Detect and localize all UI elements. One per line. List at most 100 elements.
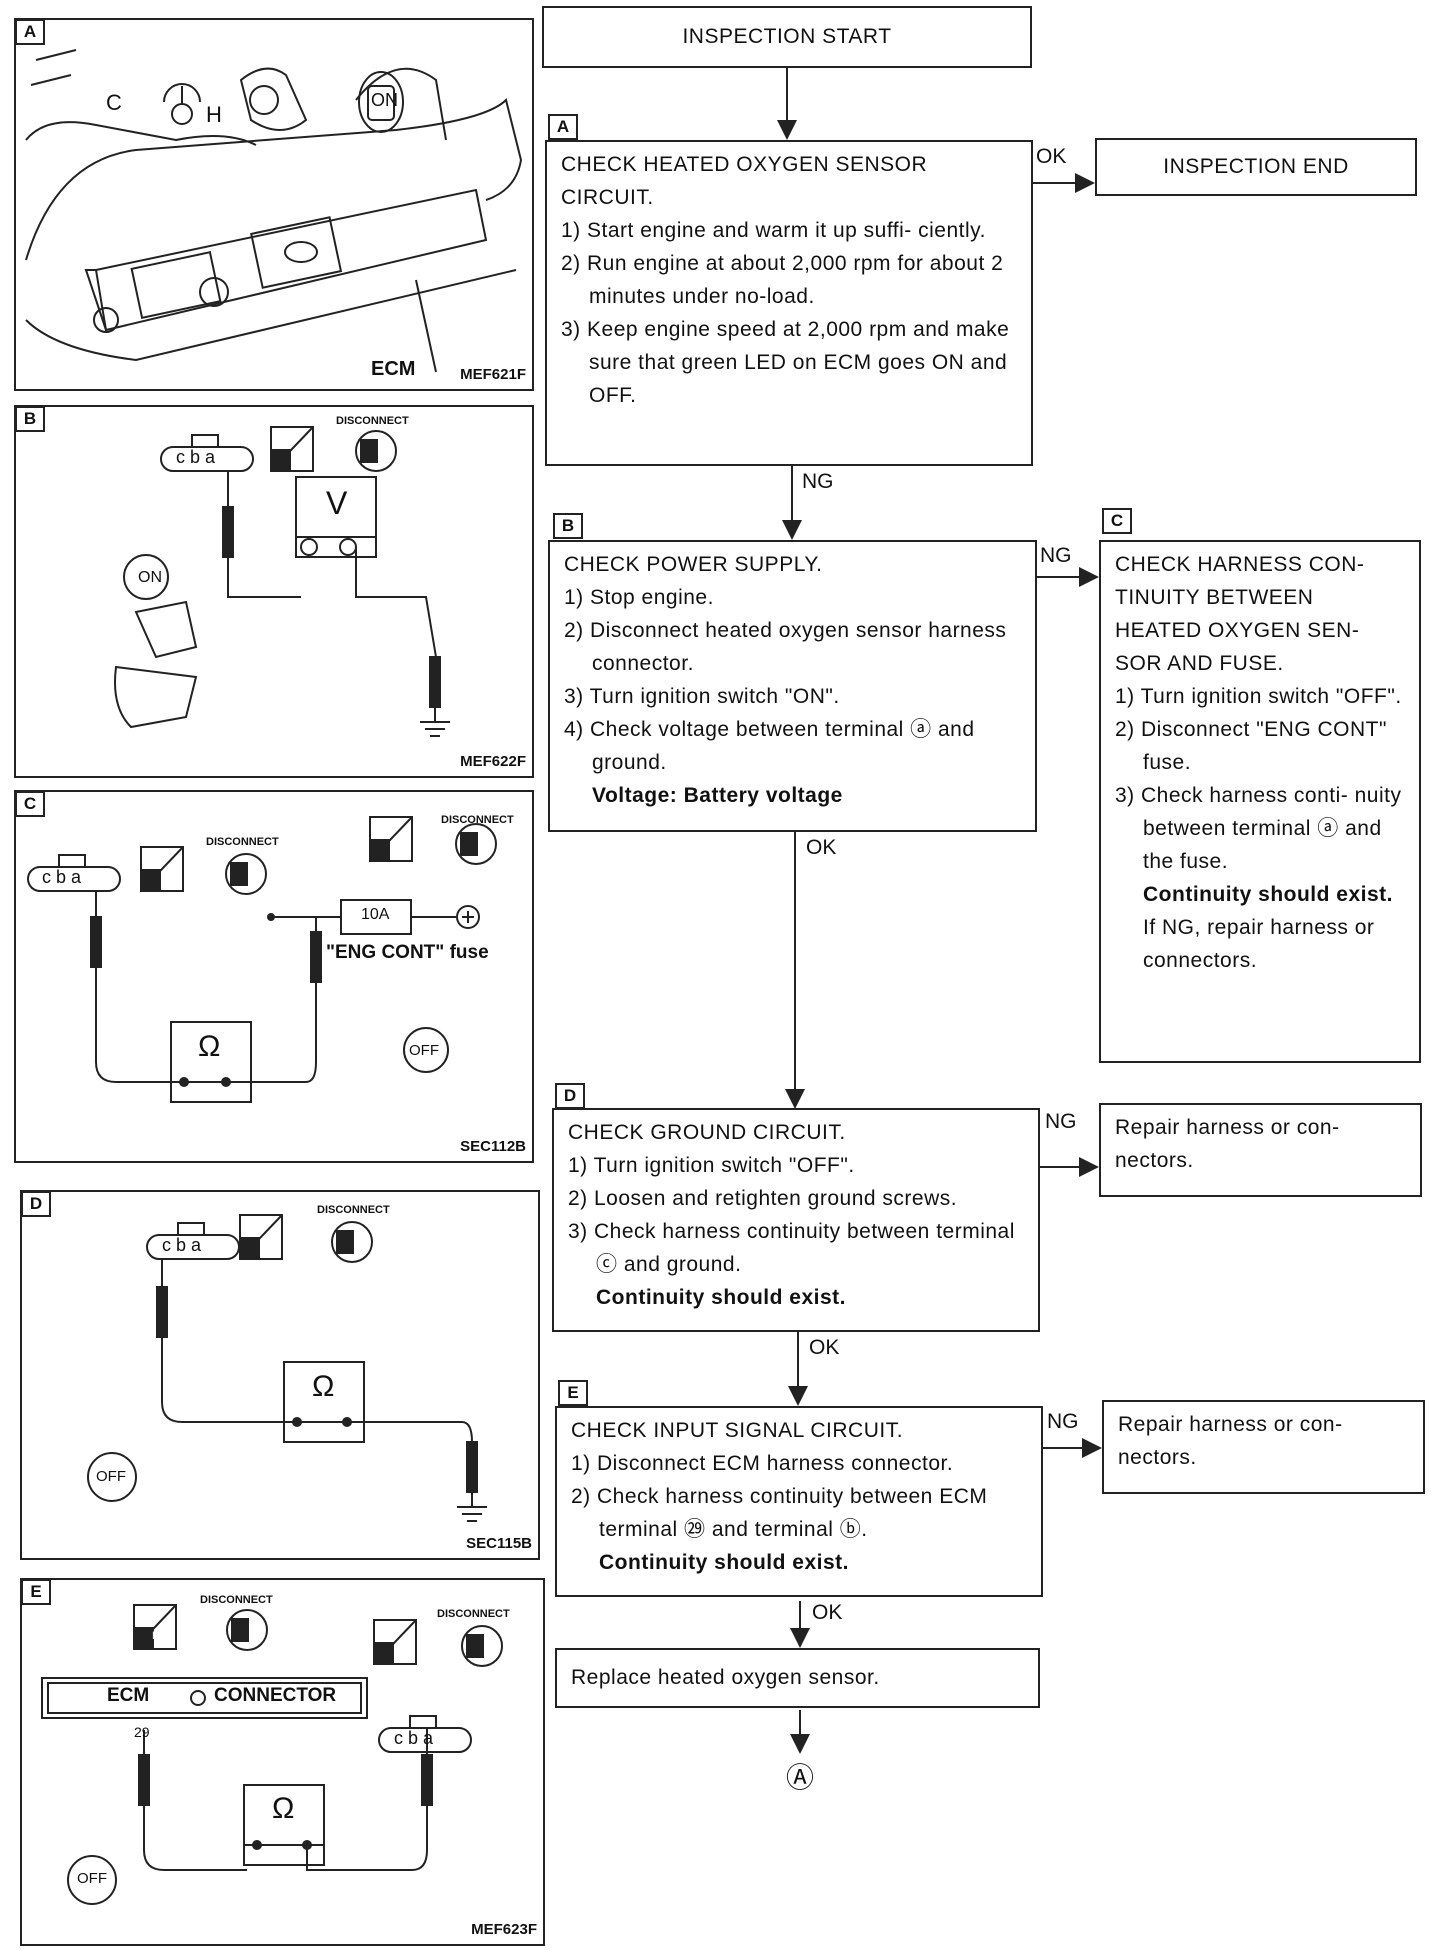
- disconnect-label: DISCONNECT: [437, 1608, 510, 1620]
- ohmmeter-label: Ω: [272, 1792, 295, 1825]
- step-d-spec: Continuity should exist.: [596, 1286, 847, 1309]
- step-d-list: 1) Turn ignition switch "OFF". 2) Loosen…: [568, 1149, 1024, 1281]
- step-b-title: CHECK POWER SUPPLY.: [564, 553, 823, 576]
- ecm-location-illustration: [25, 49, 523, 373]
- step-c-item: 3) Check harness conti- nuity between te…: [1115, 784, 1402, 873]
- step-c-note: If NG, repair harness or connectors.: [1143, 916, 1375, 972]
- ok-label: OK: [809, 1336, 840, 1359]
- step-a-item: 1) Start engine and warm it up suffi- ci…: [561, 219, 986, 242]
- ecm-pin-label: 29: [134, 1724, 150, 1740]
- ng-label: NG: [1040, 544, 1072, 567]
- ng-label: NG: [1047, 1410, 1079, 1433]
- figure-code: MEF622F: [460, 753, 526, 770]
- ts-label: T.S: [294, 451, 310, 463]
- ecm-label: ECM: [107, 1685, 150, 1706]
- step-e-tag: E: [558, 1380, 588, 1406]
- repair-box-d: Repair harness or con- nectors.: [1099, 1103, 1422, 1197]
- final-connector-symbol: Ⓐ: [786, 1762, 815, 1793]
- illustration-panel-b: B c b a T.S DISCONNECT V ON MEF: [14, 405, 534, 778]
- ts-label: T.S: [391, 842, 407, 854]
- step-e-spec: Continuity should exist.: [599, 1551, 850, 1574]
- ignition-off-label: OFF: [409, 1042, 439, 1059]
- ohmmeter-label: Ω: [312, 1370, 335, 1403]
- disconnect-label: DISCONNECT: [206, 836, 279, 848]
- step-e-item: 2) Check harness continuity between ECM …: [571, 1485, 988, 1541]
- panel-tag: E: [21, 1579, 51, 1605]
- step-d-title: CHECK GROUND CIRCUIT.: [568, 1121, 846, 1144]
- step-c-tag: C: [1102, 508, 1132, 534]
- illustration-panel-e: E H.S DISC: [20, 1578, 545, 1946]
- figure-code: MEF621F: [460, 366, 526, 383]
- ignition-off-label: OFF: [77, 1870, 107, 1887]
- ohmmeter-label: Ω: [198, 1030, 221, 1063]
- voltmeter-label: V: [326, 485, 348, 521]
- illustration-panel-c: C: [14, 790, 534, 1163]
- step-e-item: 1) Disconnect ECM harness connector.: [571, 1452, 954, 1475]
- illustration-panel-a: A C H ON ECM MEF621F: [14, 18, 534, 391]
- figure-code: SEC115B: [466, 1535, 532, 1552]
- panel-tag: A: [15, 19, 45, 45]
- inspection-start-box: INSPECTION START: [542, 6, 1032, 68]
- connector-label: c b a: [162, 1235, 202, 1255]
- figure-code: MEF623F: [471, 1921, 537, 1938]
- step-a-box: CHECK HEATED OXYGEN SENSOR CIRCUIT. 1) S…: [545, 140, 1033, 466]
- disconnect-label: DISCONNECT: [317, 1204, 390, 1216]
- step-d-tag: D: [555, 1083, 585, 1109]
- step-b-list: 1) Stop engine. 2) Disconnect heated oxy…: [564, 581, 1021, 779]
- step-b-item: 3) Turn ignition switch "ON".: [564, 685, 840, 708]
- step-b-box: CHECK POWER SUPPLY. 1) Stop engine. 2) D…: [548, 540, 1037, 832]
- inspection-end-box: INSPECTION END: [1095, 138, 1417, 196]
- step-c-title: CHECK HARNESS CON- TINUITY BETWEEN HEATE…: [1115, 553, 1365, 675]
- ignition-on-label: ON: [371, 90, 398, 110]
- ignition-on-label: ON: [138, 569, 162, 586]
- illustration-panel-d: D c b a T.S. DISCONNECT Ω OFF SEC115B: [20, 1190, 540, 1560]
- step-d-item: 1) Turn ignition switch "OFF".: [568, 1154, 855, 1177]
- temp-cold-label: C: [106, 90, 122, 115]
- step-b-item: 1) Stop engine.: [564, 586, 714, 609]
- step-a-tag: A: [548, 114, 578, 140]
- step-d-item: 3) Check harness continuity between term…: [568, 1220, 1015, 1276]
- input-signal-continuity-diagram: [41, 1604, 503, 1905]
- step-d-box: CHECK GROUND CIRCUIT. 1) Turn ignition s…: [552, 1108, 1040, 1332]
- temp-hot-label: H: [206, 102, 222, 127]
- step-c-box: CHECK HARNESS CON- TINUITY BETWEEN HEATE…: [1099, 540, 1421, 1063]
- step-b-tag: B: [553, 513, 583, 539]
- panel-tag: B: [15, 406, 45, 432]
- connector-label: c b a: [176, 447, 216, 467]
- connector-label: c b a: [394, 1728, 434, 1748]
- step-c-item: 2) Disconnect "ENG CONT" fuse.: [1115, 718, 1387, 774]
- connector-label: c b a: [42, 867, 82, 887]
- step-e-title: CHECK INPUT SIGNAL CIRCUIT.: [571, 1419, 904, 1442]
- panel-tag: D: [21, 1191, 51, 1217]
- hs-label: H.S: [152, 1630, 171, 1642]
- step-c-spec: Continuity should exist.: [1143, 883, 1394, 906]
- step-b-item: 2) Disconnect heated oxygen sensor harne…: [564, 619, 1007, 675]
- ts-label: T.S.: [260, 1240, 279, 1252]
- replace-sensor-box: Replace heated oxygen sensor.: [555, 1648, 1040, 1708]
- figure-code: SEC112B: [460, 1138, 526, 1155]
- ecm-connector-label: CONNECTOR: [214, 1685, 337, 1706]
- ignition-off-label: OFF: [96, 1468, 126, 1485]
- step-c-list: 1) Turn ignition switch "OFF". 2) Discon…: [1115, 680, 1405, 878]
- step-a-list: 1) Start engine and warm it up suffi- ci…: [561, 214, 1017, 412]
- step-a-title: CHECK HEATED OXYGEN SENSOR CIRCUIT.: [561, 153, 928, 209]
- ts-label: T.S: [162, 872, 178, 884]
- ok-label: OK: [812, 1601, 843, 1624]
- ng-label: NG: [802, 470, 834, 493]
- fuse-rating-label: 10A: [361, 906, 390, 923]
- step-c-item: 1) Turn ignition switch "OFF".: [1115, 685, 1402, 708]
- ts-label: T.S: [394, 1644, 410, 1656]
- voltage-check-diagram: [114, 426, 450, 737]
- ground-continuity-diagram: [87, 1214, 487, 1522]
- ok-label: OK: [1036, 145, 1067, 168]
- step-b-item: 4) Check voltage between terminal ⓐ and …: [564, 718, 975, 774]
- panel-tag: C: [15, 791, 45, 817]
- step-e-list: 1) Disconnect ECM harness connector. 2) …: [571, 1447, 1027, 1546]
- ecm-label: ECM: [371, 358, 416, 380]
- step-d-item: 2) Loosen and retighten ground screws.: [568, 1187, 958, 1210]
- fuse-continuity-diagram: [27, 816, 497, 1103]
- step-e-box: CHECK INPUT SIGNAL CIRCUIT. 1) Disconnec…: [555, 1406, 1043, 1597]
- disconnect-label: DISCONNECT: [200, 1594, 273, 1606]
- disconnect-label: DISCONNECT: [336, 415, 409, 427]
